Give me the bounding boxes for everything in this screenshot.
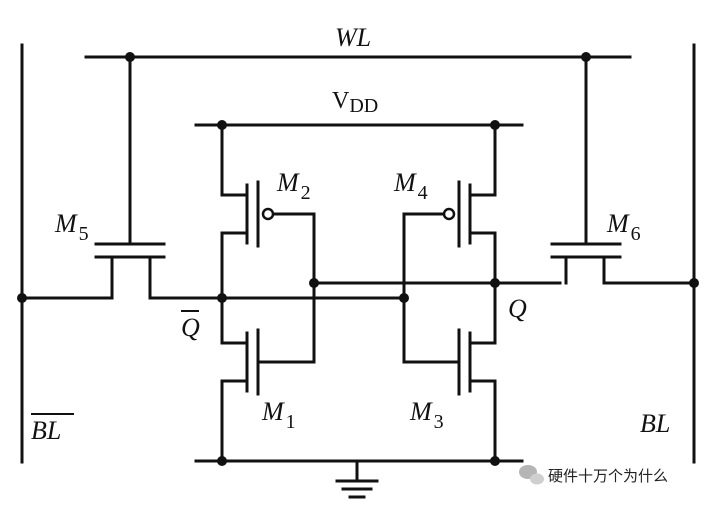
m2-bubble <box>261 207 275 221</box>
bl-bar-label: BL <box>31 416 61 445</box>
watermark: 硬件十万个为什么 <box>519 465 668 485</box>
m6-transistor <box>550 242 696 285</box>
junction-dots <box>17 52 699 466</box>
m4-bubble <box>442 207 456 221</box>
m5-transistor <box>20 242 166 300</box>
m4-transistor <box>402 180 472 248</box>
watermark-text: 硬件十万个为什么 <box>548 467 668 485</box>
m1-transistor <box>245 328 316 396</box>
q-bar-label: Q <box>181 313 200 342</box>
wl-label: WL <box>335 23 371 52</box>
bl-label: BL <box>640 409 670 438</box>
m3-transistor <box>402 328 472 396</box>
q-label: Q <box>508 294 527 323</box>
vdd-label: VDD <box>332 88 378 117</box>
wechat-icon <box>519 465 544 485</box>
ground-symbol <box>335 459 379 499</box>
m2-transistor <box>245 180 316 248</box>
